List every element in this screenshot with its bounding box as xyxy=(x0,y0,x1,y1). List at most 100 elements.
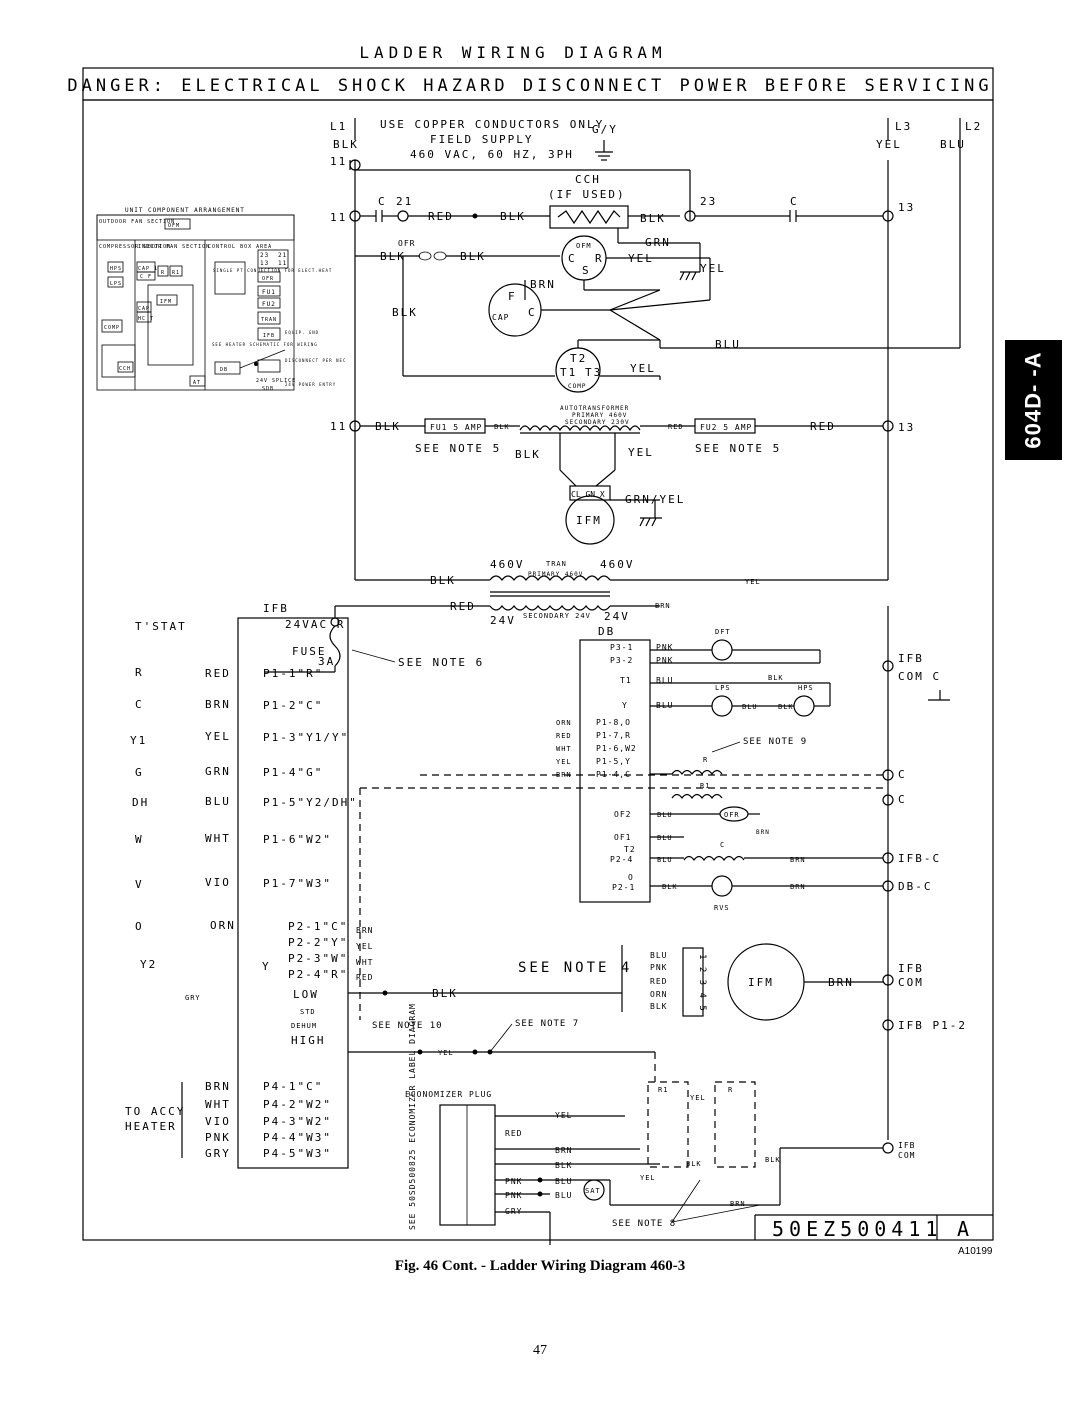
svg-text:DH: DH xyxy=(132,796,149,809)
svg-text:RED: RED xyxy=(556,732,572,740)
svg-text:BLU: BLU xyxy=(715,338,741,351)
svg-text:RED: RED xyxy=(650,977,667,986)
svg-text:T1: T1 xyxy=(560,366,577,379)
svg-text:BRN: BRN xyxy=(730,1200,746,1208)
svg-text:PNK: PNK xyxy=(505,1191,522,1200)
svg-text:BLK: BLK xyxy=(686,1160,702,1168)
svg-text:OF1: OF1 xyxy=(614,833,631,842)
svg-text:L2: L2 xyxy=(965,120,982,133)
svg-text:OUTDOOR FAN SECTION: OUTDOOR FAN SECTION xyxy=(99,219,175,225)
svg-text:YEL: YEL xyxy=(438,1049,454,1057)
economizer-plug: ECONOMIZER PLUG SEE 50SD500825 ECONOMIZE… xyxy=(405,1003,660,1245)
svg-text:SEE NOTE 5: SEE NOTE 5 xyxy=(415,442,501,455)
svg-text:G: G xyxy=(135,766,144,779)
svg-text:YEL: YEL xyxy=(356,942,373,951)
svg-text:GRN: GRN xyxy=(205,765,231,778)
svg-text:CCH: CCH xyxy=(119,366,131,372)
svg-text:DB-C: DB-C xyxy=(898,880,933,893)
svg-text:RED: RED xyxy=(356,973,373,982)
svg-text:C: C xyxy=(898,768,907,781)
svg-text:CL GN X: CL GN X xyxy=(571,490,605,499)
svg-text:21: 21 xyxy=(396,195,413,208)
svg-text:460V: 460V xyxy=(600,558,635,571)
svg-text:BLU: BLU xyxy=(555,1191,572,1200)
svg-text:Y: Y xyxy=(262,960,271,973)
svg-text:BLK: BLK xyxy=(778,703,794,711)
svg-text:BRN: BRN xyxy=(655,602,671,610)
svg-text:P1-7"W3": P1-7"W3" xyxy=(263,877,332,890)
svg-text:C: C xyxy=(898,793,907,806)
svg-text:EQUIP. GND: EQUIP. GND xyxy=(285,330,319,335)
svg-text:3A: 3A xyxy=(318,655,335,668)
svg-text:WHT: WHT xyxy=(356,958,373,967)
svg-text:W: W xyxy=(135,833,144,846)
svg-text:P2-4: P2-4 xyxy=(610,855,633,864)
accy-heater: TO ACCY HEATER BRN WHT VIO PNK GRY P4-1"… xyxy=(125,1080,330,1160)
svg-text:OFM: OFM xyxy=(576,242,592,250)
svg-text:L3: L3 xyxy=(895,120,912,133)
svg-text:IFB: IFB xyxy=(898,1141,915,1150)
svg-text:CAP 1: CAP 1 xyxy=(138,266,158,272)
svg-text:BLU: BLU xyxy=(940,138,966,151)
svg-text:13: 13 xyxy=(260,260,269,267)
svg-text:PNK: PNK xyxy=(650,963,667,972)
svg-text:HEATER: HEATER xyxy=(125,1120,177,1133)
svg-text:STD: STD xyxy=(300,1008,316,1016)
svg-text:SEE NOTE 4: SEE NOTE 4 xyxy=(518,960,632,976)
svg-text:TO ACCY: TO ACCY xyxy=(125,1105,185,1118)
svg-text:R: R xyxy=(161,270,165,276)
svg-text:BLK: BLK xyxy=(500,210,526,223)
svg-text:YEL: YEL xyxy=(876,138,902,151)
svg-text:BLK: BLK xyxy=(430,574,456,587)
svg-text:R1: R1 xyxy=(172,270,180,276)
svg-text:ECONOMIZER PLUG: ECONOMIZER PLUG xyxy=(405,1090,492,1099)
svg-text:V: V xyxy=(135,878,144,891)
svg-text:YEL: YEL xyxy=(745,578,761,586)
svg-text:C: C xyxy=(528,306,537,319)
svg-text:YEL: YEL xyxy=(640,1174,656,1182)
svg-text:R: R xyxy=(595,252,604,265)
svg-text:COM: COM xyxy=(898,976,924,989)
svg-text:YEL: YEL xyxy=(628,252,654,265)
svg-text:CONTROL BOX AREA: CONTROL BOX AREA xyxy=(208,244,272,250)
svg-text:PNK: PNK xyxy=(656,656,673,665)
svg-text:OF2: OF2 xyxy=(614,810,631,819)
svg-text:IFB-C: IFB-C xyxy=(898,852,941,865)
svg-text:C: C xyxy=(568,252,577,265)
svg-text:PRIMARY 460V: PRIMARY 460V xyxy=(572,412,627,419)
svg-text:IFM: IFM xyxy=(160,299,172,305)
svg-text:G/Y: G/Y xyxy=(592,123,618,136)
svg-text:P1-8,O: P1-8,O xyxy=(596,718,631,727)
component-arrangement: UNIT COMPONENT ARRANGEMENT OUTDOOR FAN S… xyxy=(96,207,345,392)
svg-text:HIGH: HIGH xyxy=(291,1034,326,1047)
svg-text:IFB P1-2: IFB P1-2 xyxy=(898,1019,967,1032)
svg-text:BRN: BRN xyxy=(356,926,373,935)
svg-text:COMP: COMP xyxy=(568,383,586,390)
svg-text:YEL: YEL xyxy=(700,262,726,275)
svg-text:P1-1"R": P1-1"R" xyxy=(263,667,323,680)
title-block: 50EZ500411 A A10199 xyxy=(754,1214,993,1257)
svg-text:R1: R1 xyxy=(700,782,710,790)
svg-text:P3-2: P3-2 xyxy=(610,656,633,665)
svg-text:BLU: BLU xyxy=(657,834,673,842)
svg-text:HPS: HPS xyxy=(798,684,814,692)
svg-text:SEE NOTE 6: SEE NOTE 6 xyxy=(398,656,484,669)
svg-text:O: O xyxy=(135,920,144,933)
svg-text:BLU: BLU xyxy=(650,951,667,960)
svg-text:COM: COM xyxy=(898,1151,915,1160)
svg-text:P1-6"W2": P1-6"W2" xyxy=(263,833,332,846)
svg-text:LPS: LPS xyxy=(715,684,731,692)
svg-text:BLU: BLU xyxy=(656,676,673,685)
svg-text:BRN: BRN xyxy=(555,1146,572,1155)
svg-text:(IF USED): (IF USED) xyxy=(548,188,626,201)
svg-text:SDB: SDB xyxy=(262,386,274,392)
svg-text:FIELD SUPPLY: FIELD SUPPLY xyxy=(430,133,533,146)
svg-text:R: R xyxy=(728,1086,733,1094)
svg-text:OFR: OFR xyxy=(398,239,415,248)
svg-text:BLU: BLU xyxy=(555,1177,572,1186)
svg-text:24VAC R: 24VAC R xyxy=(285,618,345,631)
svg-text:SEE NOTE 7: SEE NOTE 7 xyxy=(515,1019,579,1029)
db-board xyxy=(579,639,651,903)
figure-code: A10199 xyxy=(958,1246,993,1257)
ifb-board xyxy=(237,617,349,1169)
